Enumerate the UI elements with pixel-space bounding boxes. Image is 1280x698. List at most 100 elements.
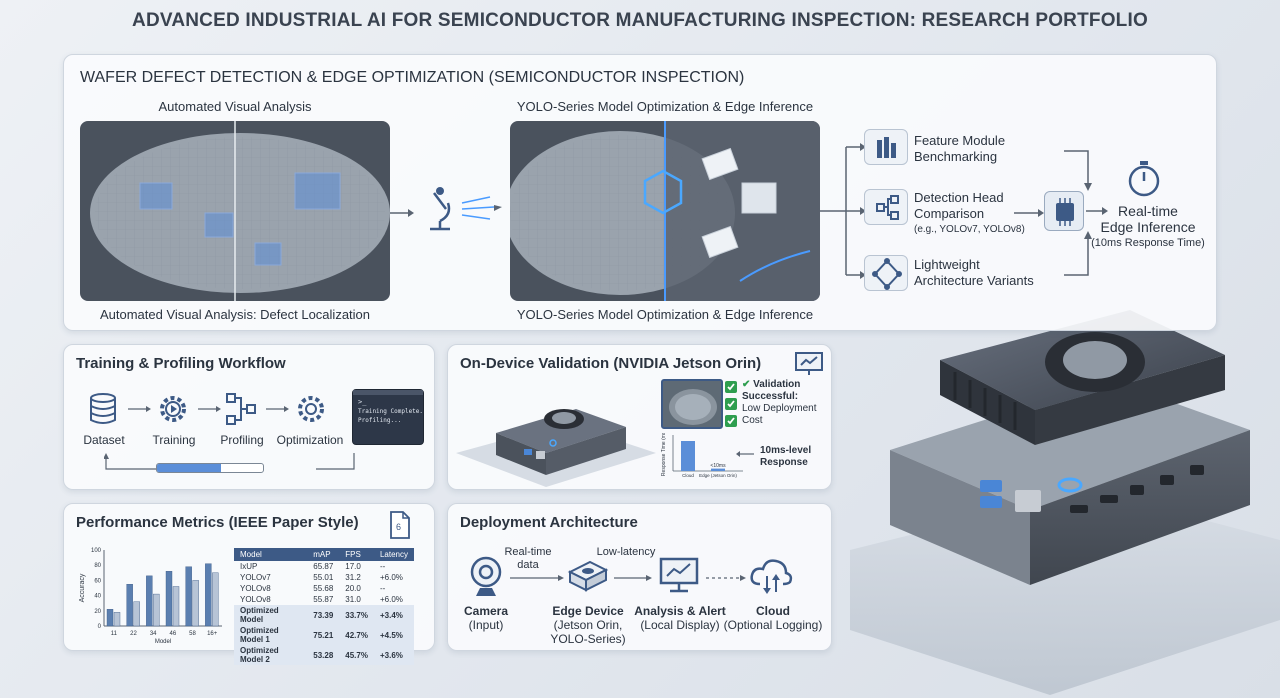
y-tick-label: 80	[94, 563, 101, 569]
wafer-panel-title: WAFER DEFECT DETECTION & EDGE OPTIMIZATI…	[80, 69, 745, 86]
flow-arrow	[820, 143, 866, 279]
mini-bar-label: Cloud	[682, 473, 694, 478]
x-tick-label: 58	[189, 631, 196, 637]
optimization-gear-icon	[298, 396, 324, 422]
link-lowlatency-label: Low-latency	[596, 546, 656, 558]
microscope-icon	[390, 187, 502, 231]
table-cell: +3.6%	[373, 645, 414, 665]
image2-top-caption: YOLO-Series Model Optimization & Edge In…	[516, 99, 814, 114]
x-axis-label: Model	[155, 639, 171, 645]
workflow-arrows	[128, 406, 289, 412]
training-panel-title: Training & Profiling Workflow	[76, 355, 286, 372]
feature-module-icon	[864, 129, 908, 165]
ondevice-panel: On-Device Validation (NVIDIA Jetson Orin…	[447, 344, 832, 490]
bar	[153, 593, 160, 627]
table-cell: 75.21	[307, 625, 340, 645]
monitor-icon	[795, 352, 823, 375]
x-tick-label: 11	[111, 631, 118, 637]
bar	[106, 609, 114, 627]
table-cell: YOLOv7	[240, 573, 271, 582]
bar	[146, 575, 153, 627]
terminal-prompt: >_	[358, 398, 367, 406]
training-progress-bar	[156, 463, 264, 473]
table-cell: 42.7%	[339, 625, 374, 645]
deployment-panel-title: Deployment Architecture	[460, 514, 638, 531]
jetson-device-illustration	[850, 310, 1280, 695]
table-cell: 45.7%	[339, 645, 374, 665]
table-cell: 73.39	[307, 605, 340, 625]
stopwatch-icon	[1128, 161, 1160, 197]
analysis-monitor-icon	[659, 557, 699, 593]
x-tick-label: 46	[169, 631, 176, 637]
mini-edge-annotation: <10ms	[710, 463, 726, 469]
step-training-label: Training	[152, 433, 196, 447]
response-label: 10ms-level Response	[760, 445, 812, 468]
table-cell: YOLOv8	[240, 595, 271, 604]
mini-y-label: Response Time (ms)	[661, 433, 667, 476]
wafer-analysis-image	[80, 121, 390, 301]
ondevice-panel-title: On-Device Validation (NVIDIA Jetson Orin…	[460, 355, 762, 372]
training-progress-fill	[157, 464, 221, 472]
camera-icon	[470, 556, 502, 596]
node-analysis-label: Analysis & Alert(Local Display)	[634, 604, 726, 632]
node-edge-label: Edge Device(Jetson Orin, YOLO-Series)	[550, 604, 626, 646]
detection-head-icon	[864, 189, 908, 225]
table-cell: +3.4%	[373, 605, 414, 625]
table-cell: +4.5%	[373, 625, 414, 645]
table-cell: 33.7%	[339, 605, 374, 625]
response-time-chart: Response Time (ms) Cloud Edge (Jetson Orin…	[661, 433, 743, 478]
deployment-arrows	[510, 575, 746, 581]
bar	[205, 563, 212, 627]
bar	[126, 584, 133, 627]
node-camera-label: Camera(Input)	[463, 604, 509, 632]
metrics-panel: Performance Metrics (IEEE Paper Style) 6…	[63, 503, 435, 665]
mini-bar-label: Edge (Jetson Orin)	[699, 473, 737, 478]
table-header-cell: Model	[234, 548, 308, 561]
image1-bottom-caption: Automated Visual Analysis: Defect Locali…	[99, 307, 371, 322]
bar	[165, 571, 173, 627]
svg-text:6: 6	[396, 522, 401, 532]
checkmark-icons	[725, 381, 737, 427]
table-cell: +6.0%	[379, 595, 403, 604]
x-tick-label: 22	[130, 631, 137, 637]
bar	[192, 580, 199, 627]
table-cell: Optimized Model 1	[234, 625, 308, 645]
node-cloud-label: Cloud(Optional Logging)	[723, 604, 823, 632]
mini-bar	[681, 441, 695, 471]
yolo-optimization-image	[510, 121, 820, 301]
chip-icon	[1044, 191, 1084, 231]
step-dataset-label: Dataset	[83, 433, 125, 447]
table-header-cell: mAP	[307, 548, 340, 561]
step-optimization-label: Optimization	[276, 433, 344, 447]
table-cell: IxUP	[240, 562, 258, 571]
table-cell: --	[379, 584, 386, 593]
bar	[133, 601, 140, 627]
response-arrow	[736, 451, 754, 457]
table-cell: 31.2	[345, 573, 361, 582]
document-icon: 6	[390, 511, 410, 539]
table-cell: +6.0%	[379, 573, 403, 582]
image1-top-caption: Automated Visual Analysis	[158, 99, 312, 114]
table-cell: 55.87	[313, 595, 334, 604]
terminal-line-1: Training Complete.	[358, 408, 424, 415]
table-cell: 20.0	[345, 584, 361, 593]
database-icon	[90, 393, 116, 424]
y-tick-label: 60	[94, 578, 101, 584]
table-cell: --	[379, 562, 386, 571]
metrics-panel-title: Performance Metrics (IEEE Paper Style)	[76, 514, 359, 531]
chip-arrow	[1086, 207, 1108, 215]
bar	[185, 566, 192, 627]
y-tick-label: 0	[98, 624, 102, 630]
